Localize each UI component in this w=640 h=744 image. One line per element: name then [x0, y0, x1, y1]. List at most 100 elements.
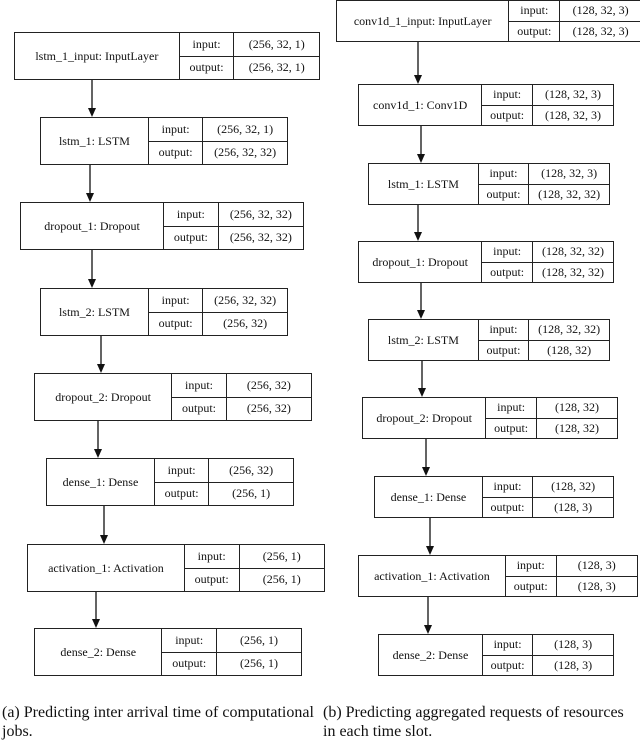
output-label: output:: [182, 401, 217, 416]
io-labels: input:output:: [154, 459, 210, 505]
shape-values: (128, 32, 32)(128, 32, 32): [532, 242, 613, 282]
input-shape: (128, 3): [533, 635, 614, 656]
flow-arrow-head: [86, 193, 94, 202]
output-label: output:: [490, 657, 525, 672]
shape-values: (128, 32)(128, 3): [533, 477, 613, 517]
input-label: input:: [482, 635, 533, 656]
layer-name: lstm_2: LSTM: [41, 289, 149, 335]
layer-name: dense_1: Dense: [47, 459, 155, 505]
shape-values: (256, 1)(256, 1): [239, 545, 324, 591]
io-labels: input:output:: [478, 320, 530, 360]
input-label: input:: [486, 398, 536, 419]
input-shape: (256, 32, 32): [218, 203, 303, 227]
input-shape: (128, 32, 32): [529, 320, 609, 341]
shape-values: (256, 1) (256, 1): [216, 629, 302, 675]
output-label: output:: [490, 499, 525, 514]
io-labels: input: output:: [162, 629, 217, 675]
layer-name: conv1d_1: Conv1D: [359, 85, 483, 125]
output-shape: (128, 3): [554, 499, 593, 514]
input-label: input:: [478, 164, 529, 185]
flow-arrow-head: [88, 108, 96, 117]
caption-left: (a) Predicting inter arrival time of com…: [2, 704, 314, 740]
input-label: input:: [509, 1, 560, 22]
input-shape: (256, 32, 1): [234, 33, 319, 57]
shape-values: (256, 32) (256, 1): [209, 459, 293, 505]
flow-arrow-head: [414, 75, 422, 84]
input-label: input:: [179, 33, 234, 57]
layer-name: dense_2: Dense: [35, 629, 163, 675]
input-label: input:: [162, 629, 216, 653]
output-label: output:: [158, 316, 193, 331]
output-label: output:: [517, 23, 552, 38]
output-shape: (256, 32, 32): [229, 230, 292, 245]
output-shape: (256, 1): [232, 486, 271, 501]
layer-name: dropout_2: Dropout: [363, 398, 487, 438]
shape-values: (256, 32, 1)(256, 32, 32): [203, 118, 287, 164]
layer-name: lstm_2: LSTM: [369, 320, 479, 360]
layer-name: conv1d_1_input: InputLayer: [337, 1, 510, 41]
flow-arrow-head: [424, 625, 432, 634]
layer-name: lstm_1: LSTM: [41, 118, 149, 164]
output-shape: (256, 32, 1): [248, 60, 305, 75]
flow-arrow-head: [94, 449, 102, 458]
input-label: input:: [505, 556, 556, 577]
input-shape: (256, 1): [216, 629, 302, 653]
io-labels: input:output:: [172, 374, 227, 420]
io-labels: input:output:: [486, 398, 537, 438]
output-shape: (128, 32, 3): [544, 107, 601, 122]
output-label: output:: [486, 342, 521, 357]
output-shape: (256, 32): [246, 401, 291, 416]
output-shape: (128, 3): [577, 578, 616, 593]
output-label: output:: [513, 578, 548, 593]
input-label: input:: [148, 289, 203, 313]
layer-name: dense_2: Dense: [379, 635, 483, 675]
output-label: output:: [173, 230, 208, 245]
input-shape: (256, 1): [239, 545, 324, 569]
output-label: output:: [490, 107, 525, 122]
layer-name: dropout_1: Dropout: [359, 242, 483, 282]
input-shape: (256, 32): [209, 459, 293, 483]
io-labels: input:output:: [482, 635, 534, 675]
flow-arrow-head: [417, 310, 425, 319]
input-shape: (256, 32): [226, 374, 311, 398]
input-label: input:: [184, 545, 239, 569]
input-shape: (128, 32, 3): [560, 1, 640, 22]
io-labels: input:output:: [179, 33, 235, 79]
shape-values: (128, 3)(128, 3): [556, 556, 637, 596]
io-labels: input:output:: [164, 203, 219, 249]
caption-right: (b) Predicting aggregated requests of re…: [323, 704, 624, 740]
input-shape: (256, 32, 32): [203, 289, 287, 313]
input-shape: (128, 32, 3): [529, 164, 609, 185]
layer-name: dropout_1: Dropout: [21, 203, 165, 249]
output-shape: (256, 1): [239, 656, 278, 671]
input-label: input:: [482, 242, 532, 263]
output-shape: (256, 32): [223, 316, 268, 331]
input-label: input:: [478, 320, 529, 341]
layer-name: dropout_2: Dropout: [35, 374, 173, 420]
input-shape: (128, 32): [536, 398, 617, 419]
flow-arrow-head: [100, 535, 108, 544]
io-labels: input:output:: [482, 85, 533, 125]
shape-values: (256, 32, 1) (256, 32, 1): [234, 33, 319, 79]
output-label: output:: [172, 656, 207, 671]
input-label: input:: [482, 85, 532, 106]
flow-arrow-head: [418, 388, 426, 397]
io-labels: input:output:: [184, 545, 240, 591]
flow-arrow-head: [422, 467, 430, 476]
flow-arrow-head: [414, 232, 422, 241]
flow-arrow-head: [417, 154, 425, 163]
output-label: output:: [494, 420, 529, 435]
shape-values: (256, 32) (256, 32): [226, 374, 311, 420]
io-labels: input:output:: [482, 242, 533, 282]
